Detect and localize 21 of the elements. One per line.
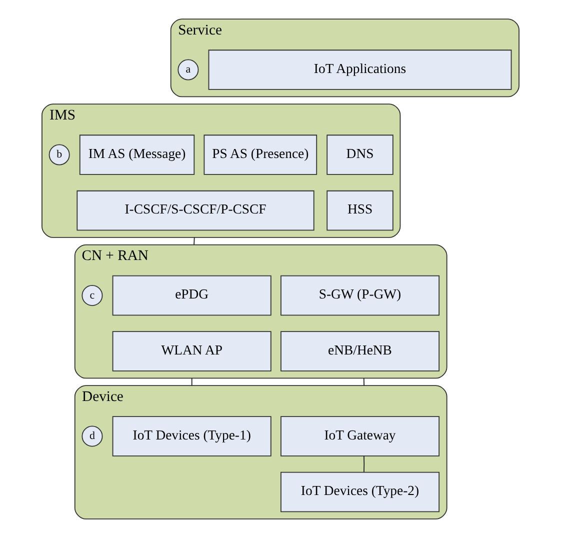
node-box: IM AS (Message) [79,134,195,175]
connector [364,456,365,473]
node-circle: d [82,426,103,447]
connector [194,237,195,246]
node-box: ePDG [112,275,272,316]
node-box: IoT Devices (Type-2) [280,472,440,512]
node-circle: b [48,144,70,166]
node-box: HSS [326,190,394,231]
node-box: IoT Devices (Type-1) [112,416,272,456]
node-box: IoT Gateway [280,416,440,456]
connector [191,378,192,386]
node-box: DNS [326,134,394,175]
node-circle: a [178,59,199,80]
node-circle: c [82,285,103,306]
node-box: WLAN AP [112,331,272,372]
node-box: I-CSCF/S-CSCF/P-CSCF [76,190,314,231]
node-box: IoT Applications [208,50,512,90]
node-box: PS AS (Presence) [204,134,318,175]
node-box: S-GW (P-GW) [280,275,440,316]
node-box: eNB/HeNB [280,331,440,372]
connector [363,378,364,386]
